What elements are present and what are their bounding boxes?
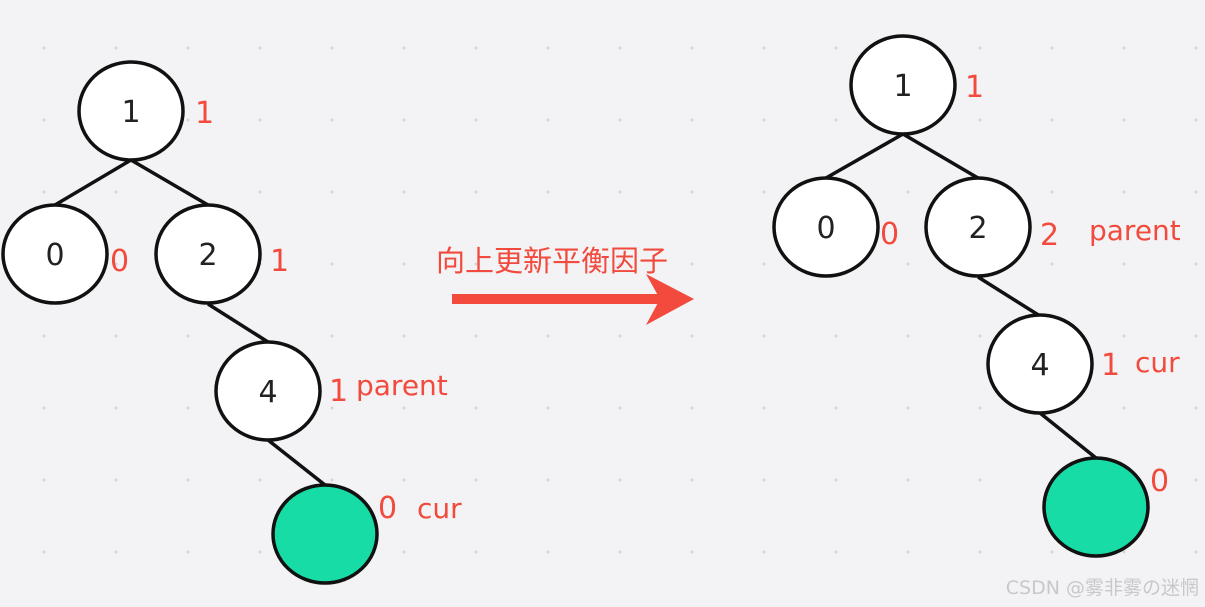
node-0-bf: 0 xyxy=(110,244,129,279)
node-2: 2 1 xyxy=(154,203,289,305)
caption-text: 向上更新平衡因子 xyxy=(436,244,668,278)
cur-tag: cur xyxy=(1135,346,1180,379)
node-4-key: 4 xyxy=(1030,348,1049,383)
node-0: 0 0 xyxy=(1,203,129,305)
node-4-bf: 1 xyxy=(1101,348,1120,383)
node-0-circle xyxy=(1,203,109,305)
node-new-circle xyxy=(271,483,379,585)
node-1-circle xyxy=(77,60,185,162)
edge-1-2 xyxy=(902,132,979,180)
node-1-circle xyxy=(849,34,957,136)
edge-1-2 xyxy=(130,158,209,207)
node-0-circle xyxy=(772,176,880,278)
node-0-bf: 0 xyxy=(880,217,899,252)
node-4: 4 1 cur xyxy=(986,313,1180,415)
transition-arrow: 向上更新平衡因子 xyxy=(436,244,694,325)
node-new-bf: 0 xyxy=(378,491,397,526)
node-0: 0 0 xyxy=(772,176,899,278)
node-1-bf: 1 xyxy=(965,70,984,105)
parent-tag: parent xyxy=(356,369,448,402)
node-2-bf: 2 xyxy=(1040,218,1059,253)
tree-before: 1 1 0 0 2 1 4 1 parent 0 cur xyxy=(1,60,462,585)
node-4-circle xyxy=(214,340,322,442)
edges-after xyxy=(825,132,1098,460)
edge-4-new xyxy=(266,438,327,487)
node-4-bf: 1 xyxy=(329,374,348,409)
node-1-key: 1 xyxy=(893,69,912,104)
node-1: 1 1 xyxy=(849,34,984,136)
node-2-key: 2 xyxy=(198,238,217,273)
watermark: CSDN @雾非雾の迷惘 xyxy=(1006,577,1199,599)
node-new: 0 cur xyxy=(271,483,462,585)
node-4-circle xyxy=(986,313,1094,415)
node-0-key: 0 xyxy=(816,211,835,246)
arrow-shaft xyxy=(452,294,662,304)
node-new: 0 xyxy=(1042,456,1169,558)
node-1: 1 1 xyxy=(77,60,214,162)
edge-1-0 xyxy=(825,132,904,180)
node-2-bf: 1 xyxy=(270,244,289,279)
cur-tag: cur xyxy=(417,492,462,525)
edge-4-new xyxy=(1038,411,1098,460)
node-0-key: 0 xyxy=(45,238,64,273)
edge-2-4 xyxy=(977,275,1041,318)
node-1-key: 1 xyxy=(121,95,140,130)
edge-2-4 xyxy=(207,302,269,344)
arrow-head xyxy=(646,274,694,325)
tree-after: 1 1 0 0 2 2 parent 4 1 cur 0 xyxy=(772,34,1181,558)
node-1-bf: 1 xyxy=(195,96,214,131)
edge-1-0 xyxy=(54,158,132,207)
edges-before xyxy=(54,158,327,487)
node-4: 4 1 parent xyxy=(214,340,448,442)
node-new-circle xyxy=(1042,456,1150,558)
node-2-circle xyxy=(924,176,1032,278)
node-new-bf: 0 xyxy=(1150,464,1169,499)
node-4-key: 4 xyxy=(258,375,277,410)
node-2-circle xyxy=(154,203,262,305)
node-2-key: 2 xyxy=(968,211,987,246)
node-2: 2 2 parent xyxy=(924,176,1181,278)
parent-tag: parent xyxy=(1089,214,1181,247)
